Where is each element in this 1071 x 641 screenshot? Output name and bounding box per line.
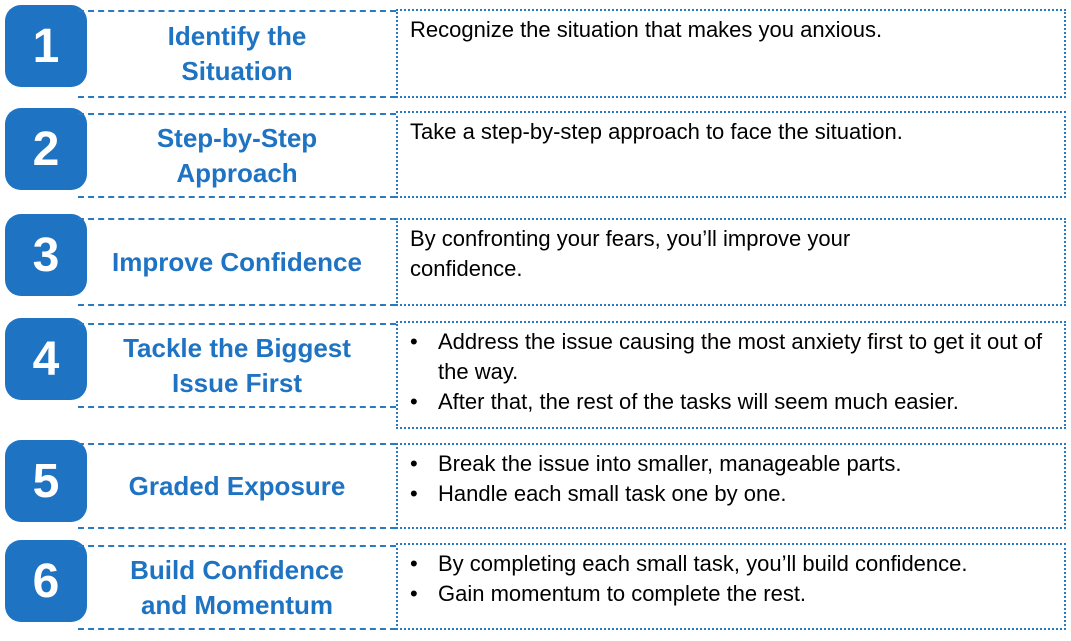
step-bullet: Address the issue causing the most anxie… [410,327,1054,387]
step-bullet: By completing each small task, you’ll bu… [410,549,1054,579]
step-description: Break the issue into smaller, manageable… [396,443,1066,529]
step-description-text: By confronting your fears, you’ll improv… [410,226,851,281]
step-number-badge: 3 [5,214,87,296]
step-title: Tackle the Biggest Issue First [78,323,396,408]
step-title: Graded Exposure [78,443,396,529]
step-description: By completing each small task, you’ll bu… [396,543,1066,630]
step-title: Improve Confidence [78,218,396,306]
step-bullet: Break the issue into smaller, manageable… [410,449,1054,479]
step-description-text: Take a step-by-step approach to face the… [410,119,903,144]
step-number-badge: 4 [5,318,87,400]
step-number-badge: 5 [5,440,87,522]
step-bullet: After that, the rest of the tasks will s… [410,387,1054,417]
step-description: Recognize the situation that makes you a… [396,9,1066,98]
step-bullet-list: Address the issue causing the most anxie… [410,327,1054,417]
step-title: Step-by-Step Approach [78,113,396,198]
step-title: Build Confidence and Momentum [78,545,396,630]
step-bullet: Gain momentum to complete the rest. [410,579,1054,609]
step-bullet-list: Break the issue into smaller, manageable… [410,449,1054,509]
step-title: Identify the Situation [78,10,396,98]
step-description: Take a step-by-step approach to face the… [396,111,1066,198]
step-description-text: Recognize the situation that makes you a… [410,17,883,42]
step-description: Address the issue causing the most anxie… [396,321,1066,429]
step-number-badge: 2 [5,108,87,190]
step-number-badge: 6 [5,540,87,622]
step-description: By confronting your fears, you’ll improv… [396,218,1066,306]
step-bullet: Handle each small task one by one. [410,479,1054,509]
step-bullet-list: By completing each small task, you’ll bu… [410,549,1054,609]
step-number-badge: 1 [5,5,87,87]
